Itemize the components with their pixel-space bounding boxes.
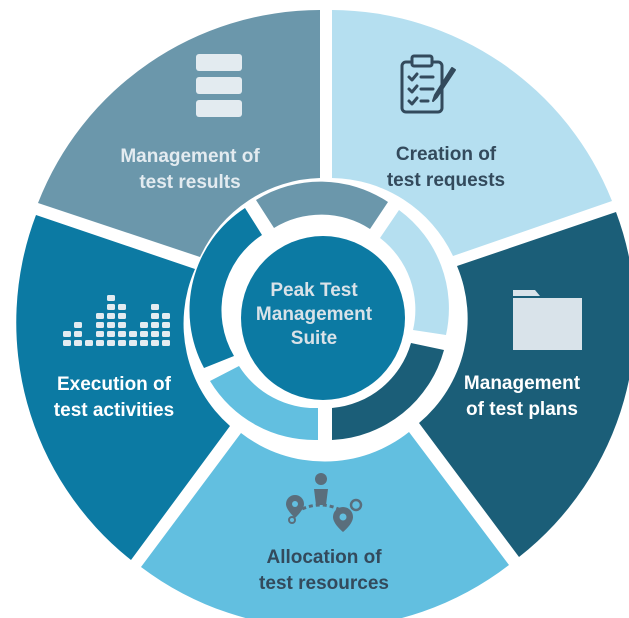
equalizer-block [107, 313, 115, 319]
equalizer-block [151, 313, 159, 319]
equalizer-block [118, 340, 126, 346]
equalizer-block [118, 322, 126, 328]
label-line: Execution of [56, 374, 171, 395]
label-allocation-of-test-resources: Allocation of test resources [224, 545, 424, 597]
equalizer-block [129, 331, 137, 337]
label-line: Management [463, 373, 581, 394]
equalizer-block [107, 304, 115, 310]
equalizer-block [107, 295, 115, 301]
equalizer-block [74, 340, 82, 346]
label-management-of-test-results: Management of test results [95, 144, 285, 196]
clipboard-checklist-icon [400, 54, 456, 114]
label-line: Creation of [395, 144, 497, 165]
equalizer-block [96, 322, 104, 328]
equalizer-block [63, 340, 71, 346]
label-line: of test plans [466, 399, 578, 420]
center-title-line: Management [255, 304, 373, 325]
equalizer-block [162, 340, 170, 346]
label-execution-of-test-activities: Execution of test activities [24, 372, 204, 424]
folder-icon [513, 290, 582, 350]
label-line: Allocation of [266, 547, 382, 568]
ring-bottom [210, 366, 318, 441]
equalizer-block [140, 322, 148, 328]
label-line: test resources [259, 573, 389, 594]
equalizer-block [118, 331, 126, 337]
segment-allocation-of-test-resources [141, 432, 509, 618]
equalizer-block [162, 313, 170, 319]
equalizer-block [96, 331, 104, 337]
equalizer-block [63, 331, 71, 337]
ring-left [189, 208, 262, 368]
equalizer-block [107, 340, 115, 346]
segment-execution-of-test-activities [16, 215, 231, 560]
label-line: test requests [386, 170, 506, 191]
inner-ring [189, 181, 449, 441]
label-creation-of-test-requests: Creation of test requests [351, 142, 541, 194]
equalizer-block [107, 331, 115, 337]
ring-top [256, 181, 388, 229]
route-map-icon [286, 473, 363, 532]
ring-right-upper [380, 210, 449, 335]
equalizer-block [96, 313, 104, 319]
equalizer-block [140, 340, 148, 346]
equalizer-block [96, 340, 104, 346]
ring-right-lower [332, 343, 444, 440]
center-title: Peak Test Management Suite [224, 279, 404, 351]
equalizer-block [129, 340, 137, 346]
equalizer-block [107, 322, 115, 328]
center-core [241, 236, 405, 400]
equalizer-block [151, 322, 159, 328]
equalizer-block [74, 331, 82, 337]
equalizer-block [118, 304, 126, 310]
outer-segments [16, 10, 629, 618]
equalizer-block [151, 331, 159, 337]
equalizer-icon [63, 295, 170, 346]
equalizer-block [140, 331, 148, 337]
label-line: Management of [120, 146, 260, 167]
equalizer-block [118, 313, 126, 319]
label-line: test results [139, 172, 241, 193]
segment-management-of-test-results [38, 10, 320, 257]
equalizer-block [74, 322, 82, 328]
equalizer-block [85, 340, 93, 346]
equalizer-block [151, 340, 159, 346]
server-stack-icon [196, 54, 242, 117]
label-line: test activities [53, 400, 175, 421]
label-management-of-test-plans: Management of test plans [437, 371, 607, 423]
center-title-line: Suite [290, 328, 338, 349]
equalizer-block [151, 304, 159, 310]
center-title-line: Peak Test [270, 280, 358, 301]
equalizer-block [162, 331, 170, 337]
equalizer-block [162, 322, 170, 328]
